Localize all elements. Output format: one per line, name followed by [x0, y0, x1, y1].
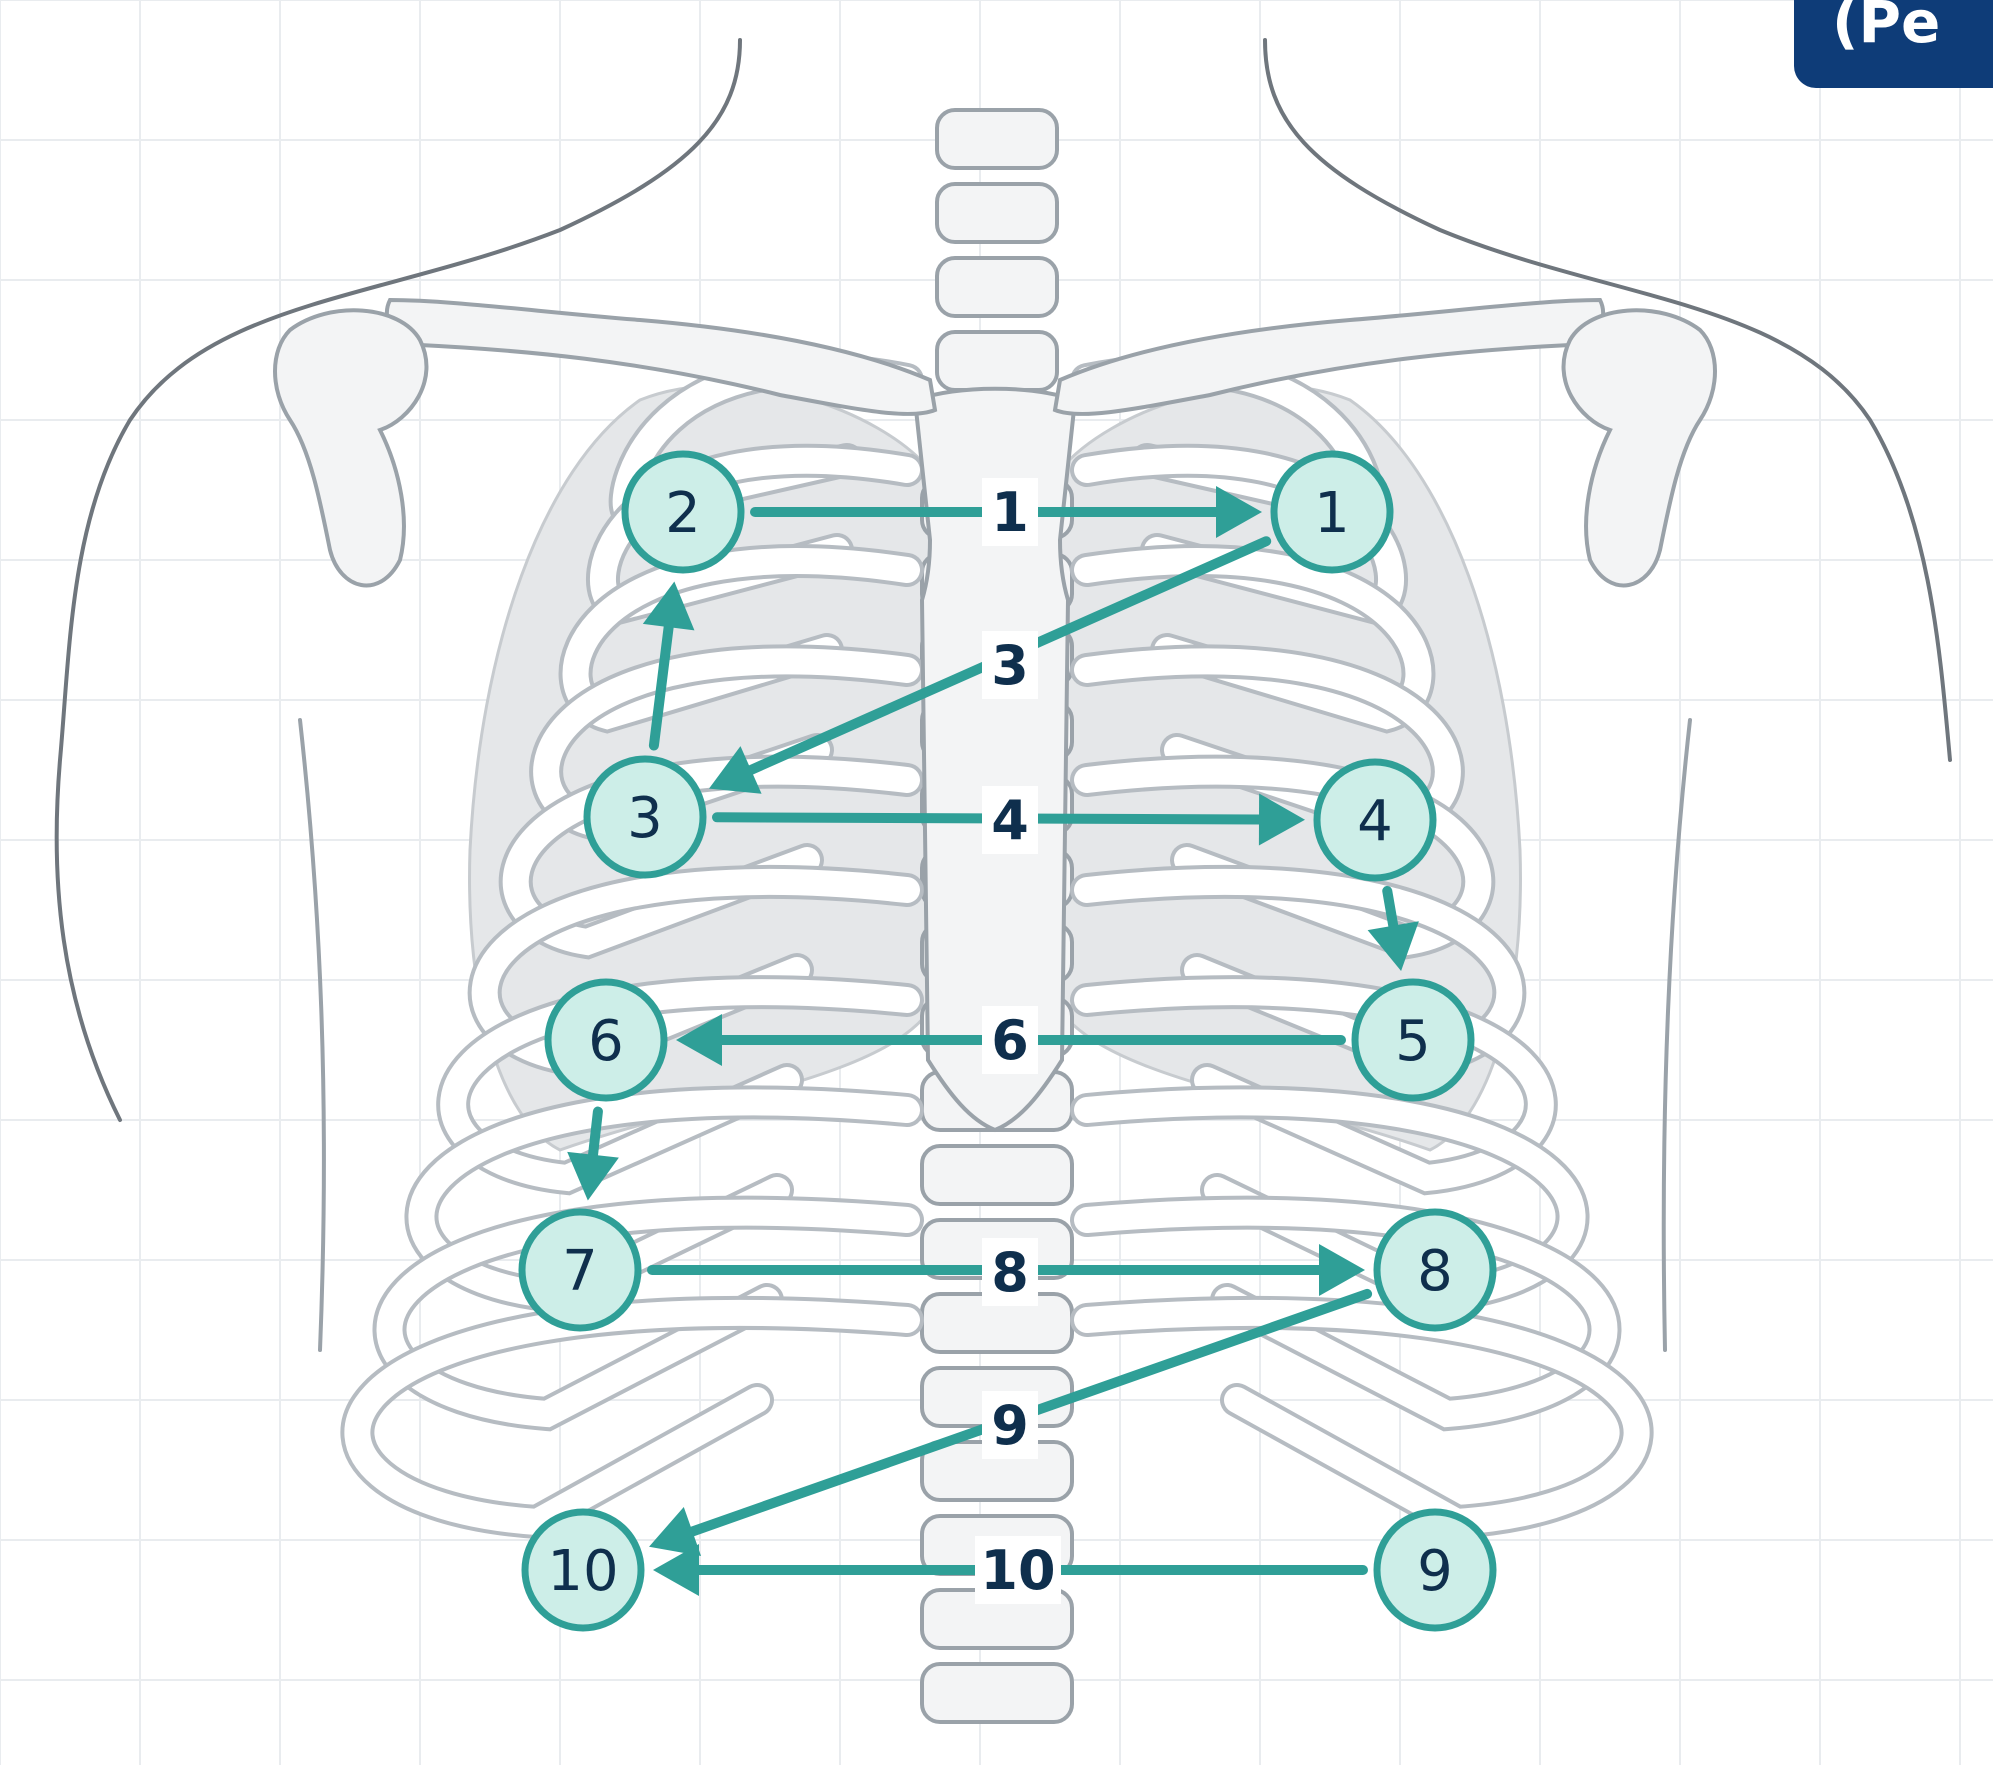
step-label: 1 [991, 481, 1029, 544]
landmark-label: 10 [547, 1539, 618, 1604]
corner-tag-text: (Pe [1832, 0, 1940, 52]
vertebra [937, 110, 1057, 168]
corner-tag: (Pe [1794, 0, 1993, 88]
vertebra [922, 1146, 1072, 1204]
landmark-label: 2 [665, 481, 701, 546]
shoulder-left [275, 310, 426, 585]
landmark-marker: 7 [522, 1212, 638, 1328]
vertebra [937, 184, 1057, 242]
shoulder-right [1564, 310, 1715, 585]
landmark-marker: 3 [587, 759, 703, 875]
landmark-marker: 1 [1274, 454, 1390, 570]
landmark-marker: 9 [1377, 1512, 1493, 1628]
landmark-label: 8 [1417, 1239, 1453, 1304]
step-label: 6 [991, 1009, 1029, 1072]
landmark-marker: 4 [1317, 762, 1433, 878]
landmark-label: 5 [1395, 1009, 1431, 1074]
step-label: 4 [991, 789, 1029, 852]
vertebra [922, 1664, 1072, 1722]
landmark-label: 6 [588, 1009, 624, 1074]
landmark-marker: 8 [1377, 1212, 1493, 1328]
step-arrow-line [1387, 891, 1393, 926]
step-label: 9 [991, 1394, 1029, 1457]
landmark-marker: 5 [1355, 982, 1471, 1098]
step-label: 3 [991, 634, 1029, 697]
step-arrow-line [593, 1112, 598, 1155]
landmark-label: 9 [1417, 1539, 1453, 1604]
step-label: 8 [991, 1241, 1029, 1304]
torso-outline-right [1664, 720, 1690, 1350]
landmark-marker: 2 [625, 454, 741, 570]
vertebra [937, 332, 1057, 390]
vertebra [937, 258, 1057, 316]
step-arrow: 10 [653, 1536, 1363, 1604]
torso-outline-left [300, 720, 324, 1350]
landmark-label: 1 [1314, 481, 1350, 546]
landmark-marker: 10 [525, 1512, 641, 1628]
landmark-label: 3 [627, 786, 663, 851]
step-label: 10 [980, 1539, 1055, 1602]
landmark-marker: 6 [548, 982, 664, 1098]
step-arrow-head [653, 1544, 699, 1596]
landmark-label: 4 [1357, 789, 1393, 854]
landmark-label: 7 [562, 1239, 598, 1304]
thorax-illustration [57, 40, 1950, 1722]
